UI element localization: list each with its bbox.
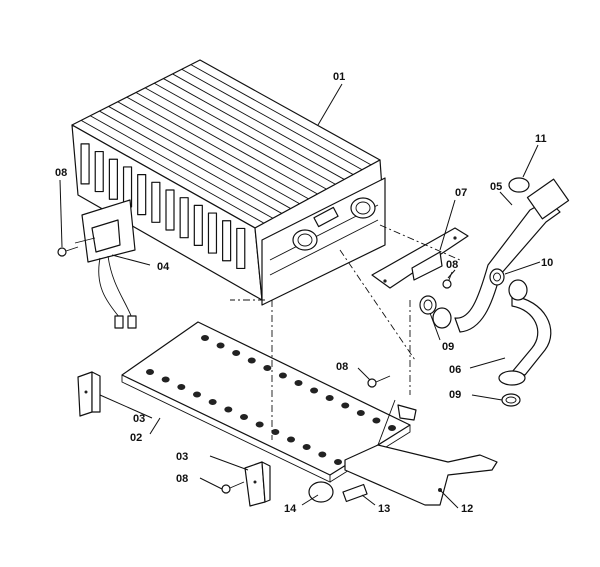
burner-jet	[146, 369, 154, 375]
callout-09-lower: 09	[449, 389, 461, 401]
fin-line	[117, 101, 300, 205]
callout-04: 04	[157, 261, 170, 273]
fin-plate	[108, 158, 118, 200]
fin-line	[135, 92, 318, 195]
fin-plate	[193, 204, 203, 246]
burner-jet	[247, 357, 256, 364]
ignition-electrode	[74, 199, 137, 329]
fin-plate	[165, 189, 175, 231]
callout-labels: 01 02 03 03 04 05 06 07 08 08 08 08 09 0…	[55, 71, 553, 515]
seal-09-upper	[419, 295, 437, 315]
burner-jet	[294, 380, 303, 386]
burner-jet	[287, 436, 295, 443]
burner-jet	[177, 384, 186, 390]
burner-jet	[334, 459, 342, 465]
fin-line	[154, 82, 336, 185]
assembly-lines	[230, 224, 461, 440]
callout-12: 12	[461, 503, 473, 515]
burner-jet	[372, 417, 381, 424]
callout-01: 01	[333, 71, 345, 83]
fin-plate	[179, 197, 189, 239]
burner-jet	[388, 425, 396, 431]
leader-lines	[59, 83, 541, 509]
callout-08-bracket: 08	[176, 473, 188, 485]
burner-jet	[201, 335, 209, 341]
bracket-left	[77, 371, 101, 417]
seal-09-lower	[501, 393, 521, 407]
callout-06: 06	[449, 364, 461, 376]
burner-jet	[271, 429, 280, 435]
callout-05: 05	[490, 181, 502, 193]
fin-plate	[222, 220, 232, 262]
fin-plate	[151, 181, 161, 223]
fin-line	[80, 119, 265, 224]
callout-03-left: 03	[133, 413, 145, 425]
nozzle-13	[342, 483, 368, 503]
callout-13: 13	[378, 503, 390, 515]
burner-jet	[356, 410, 365, 416]
bracket-right	[244, 461, 271, 507]
fin-line	[172, 73, 354, 175]
fin-line	[99, 110, 283, 214]
callout-11: 11	[535, 133, 547, 145]
burner-jet	[216, 342, 225, 349]
gas-manifold	[344, 399, 498, 506]
callout-08-plate: 08	[446, 259, 458, 271]
burner-jet	[318, 451, 327, 458]
burner-jet	[161, 376, 170, 383]
callout-07: 07	[455, 187, 467, 199]
sensor-plate	[371, 227, 469, 289]
seal-10	[489, 268, 505, 286]
fin-line	[144, 87, 327, 190]
fin-plate	[80, 143, 90, 185]
fin-line	[190, 64, 372, 166]
callout-08-electrode: 08	[55, 167, 67, 179]
burner-jet	[224, 406, 233, 413]
callout-02: 02	[130, 432, 142, 444]
burner-jet	[193, 391, 201, 398]
heat-exchanger	[71, 59, 386, 306]
burner-jet	[302, 444, 311, 450]
burner-jet	[341, 402, 350, 409]
fin-line	[108, 106, 291, 209]
burner-jet	[263, 365, 272, 371]
callout-08-burner: 08	[336, 361, 348, 373]
screw-electrode	[57, 246, 79, 257]
fin-plate	[137, 174, 147, 216]
screw-plate	[442, 271, 453, 289]
fin-plate	[94, 150, 104, 193]
burner-jet	[325, 395, 334, 401]
fin-plate	[207, 212, 218, 254]
return-pipe	[432, 178, 570, 333]
fin-line	[126, 96, 309, 200]
burner-jet	[278, 372, 287, 379]
flow-pipe	[498, 279, 552, 386]
callout-09-upper: 09	[442, 341, 454, 353]
screw-bracket	[221, 481, 245, 494]
burner	[121, 321, 411, 483]
fin-plate	[236, 227, 246, 270]
burner-jet	[255, 421, 264, 428]
burner-jet	[208, 399, 217, 405]
screw-burner	[367, 375, 391, 388]
o-ring-14	[308, 481, 334, 503]
o-ring-11	[508, 177, 530, 193]
fin-line	[181, 68, 363, 171]
fin-line	[163, 78, 345, 180]
burner-jet	[240, 414, 248, 420]
callout-14: 14	[284, 503, 297, 515]
fin-line	[90, 115, 274, 219]
burner-jet	[232, 350, 241, 356]
burner-jet	[310, 387, 319, 394]
callout-03-right: 03	[176, 451, 188, 463]
callout-10: 10	[541, 257, 553, 269]
